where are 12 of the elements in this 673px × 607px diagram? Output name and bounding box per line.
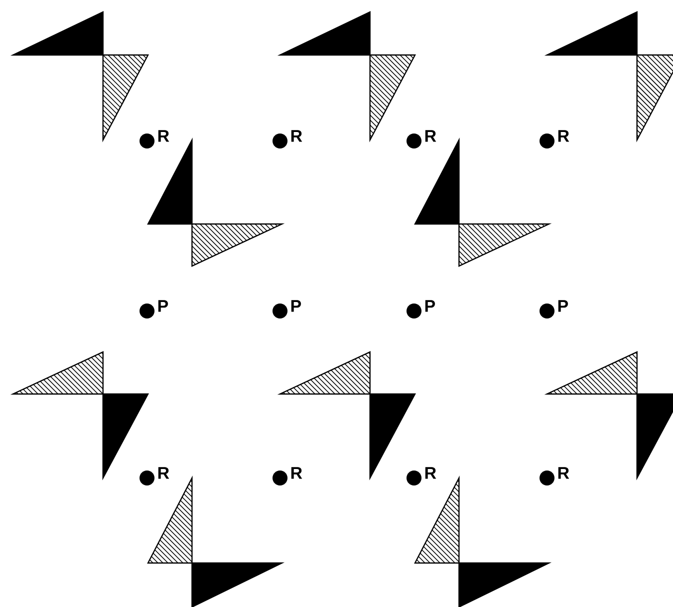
point-label: R [425, 130, 436, 142]
point-label: P [158, 300, 168, 312]
point-label: R [291, 130, 302, 142]
point-label: R [425, 467, 436, 479]
point-label: R [558, 467, 570, 479]
point-label: R [158, 130, 170, 142]
point-label: R [291, 467, 302, 479]
point-label: R [558, 130, 570, 142]
point-label: R [158, 467, 170, 479]
point-label: P [425, 300, 435, 312]
point-label: P [291, 300, 301, 312]
point-label: P [558, 300, 568, 312]
